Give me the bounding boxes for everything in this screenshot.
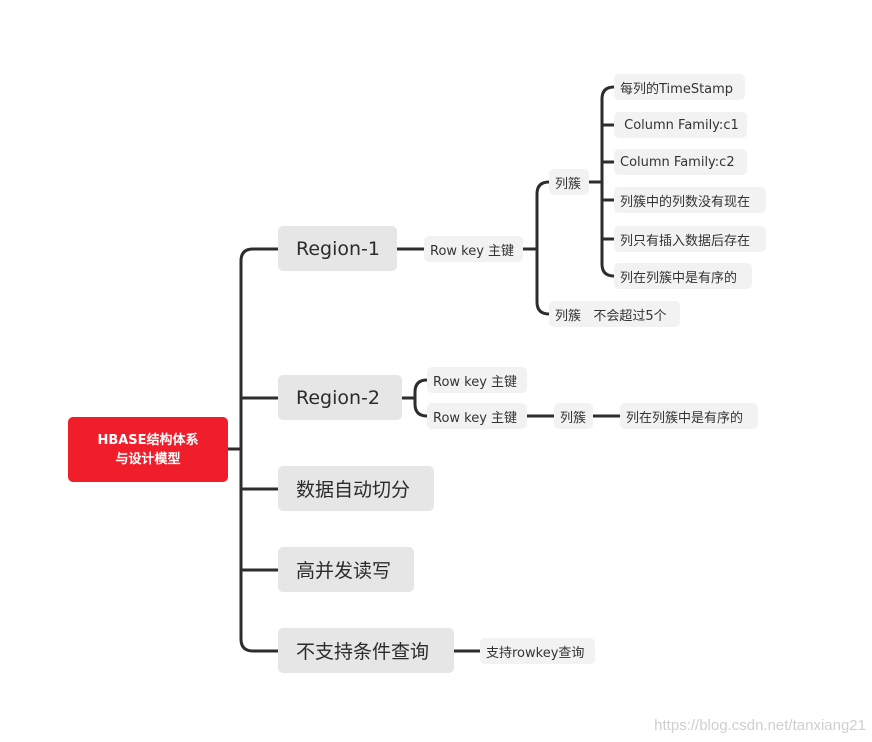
family-child-column-count[interactable]: 列簇中的列数没有现在: [614, 187, 766, 213]
root-title-line2: 与设计模型: [115, 451, 181, 467]
branch-concurrency[interactable]: 高并发读写: [278, 547, 414, 592]
region2-family[interactable]: 列簇: [554, 403, 593, 429]
region2-family-ordered[interactable]: 列在列簇中是有序的: [620, 403, 758, 429]
root-title-line1: HBASE结构体系: [97, 432, 199, 448]
family-child-ordered[interactable]: 列在列簇中是有序的: [614, 263, 752, 289]
family-child-column-exists[interactable]: 列只有插入数据后存在: [614, 226, 766, 252]
watermark: https://blog.csdn.net/tanxiang21: [654, 717, 866, 734]
query-alternative[interactable]: 支持rowkey查询: [480, 638, 595, 664]
family-child-c1[interactable]: Column Family:c1: [614, 112, 747, 138]
branch-autosplit[interactable]: 数据自动切分: [278, 466, 434, 511]
branch-no-condition-query[interactable]: 不支持条件查询: [278, 628, 454, 673]
region1-rowkey[interactable]: Row key 主键: [424, 236, 523, 262]
region1-family-limit[interactable]: 列簇 不会超过5个: [549, 301, 680, 327]
region2-rowkey-b[interactable]: Row key 主键: [427, 403, 527, 429]
family-child-timestamp[interactable]: 每列的TimeStamp: [614, 74, 745, 100]
branch-region1[interactable]: Region-1: [278, 226, 397, 271]
root-node[interactable]: HBASE结构体系 与设计模型: [68, 417, 228, 482]
family-child-c2[interactable]: Column Family:c2: [614, 149, 747, 175]
branch-region2[interactable]: Region-2: [278, 375, 402, 420]
region2-rowkey-a[interactable]: Row key 主键: [427, 367, 527, 393]
region1-family[interactable]: 列簇: [549, 169, 589, 195]
